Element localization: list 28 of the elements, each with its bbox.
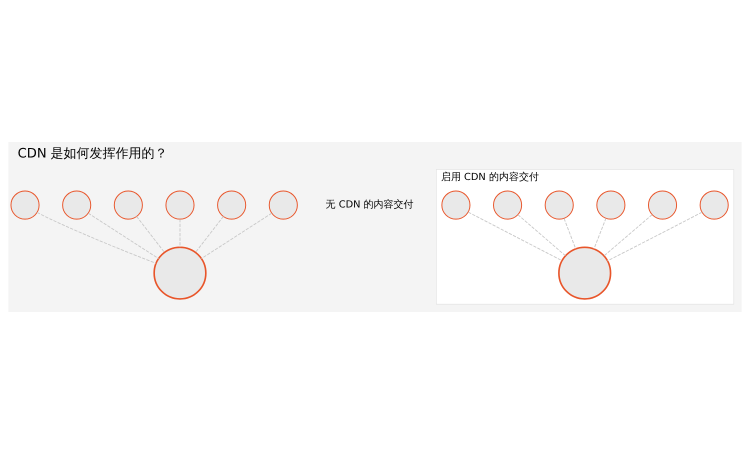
connector [518, 214, 566, 256]
node-circle [217, 190, 246, 220]
connector [607, 211, 702, 261]
node-circle [648, 190, 678, 220]
cluster: 启用 CDN 的内容交付 [436, 168, 734, 304]
node-circle [493, 190, 522, 220]
node-circle [114, 190, 143, 220]
connector [604, 214, 652, 256]
connector [564, 218, 576, 249]
connector [201, 212, 272, 259]
node-circle [165, 190, 195, 220]
connector [136, 216, 165, 252]
node-circle [62, 190, 92, 220]
connector [36, 211, 156, 264]
connector [88, 212, 159, 259]
node-circle [153, 246, 207, 300]
diagram-title: CDN 是如何发挥作用的？ [18, 146, 168, 162]
label: 无 CDN 的内容交付 [326, 198, 414, 210]
node-circle [10, 190, 40, 220]
node-circle [441, 190, 470, 220]
connector [594, 217, 606, 249]
node-circle [596, 190, 626, 220]
node-circle [268, 190, 298, 220]
node-circle [700, 190, 729, 220]
connector [195, 216, 224, 252]
connector [468, 211, 562, 261]
node-circle [544, 190, 574, 220]
node-circle [558, 246, 612, 300]
